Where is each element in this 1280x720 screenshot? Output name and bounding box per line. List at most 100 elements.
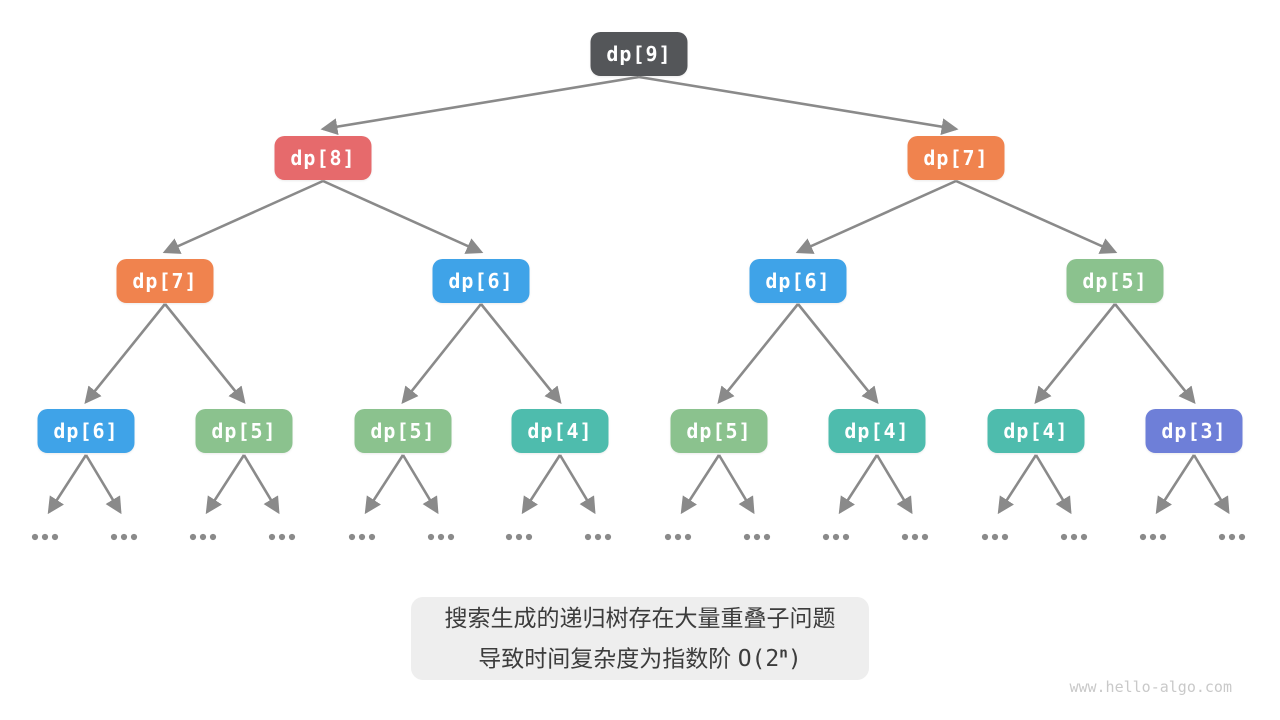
ellipsis-dot <box>130 533 138 541</box>
ellipsis-dot <box>110 533 118 541</box>
tree-edge-arrow <box>795 179 957 254</box>
tree-node: dp[7] <box>116 259 214 303</box>
ellipsis-dot <box>584 533 592 541</box>
ellipsis-dot <box>822 533 830 541</box>
ellipsis-dot <box>348 533 356 541</box>
ellipsis-dot <box>1149 533 1157 541</box>
formula-suffix: ) <box>787 646 802 673</box>
ellipsis-dot <box>51 533 59 541</box>
tree-edge-arrow <box>84 303 167 404</box>
formula-exponent: n <box>779 645 788 662</box>
watermark: www.hello-algo.com <box>1069 678 1232 696</box>
ellipsis-dot <box>1080 533 1088 541</box>
tree-edge-arrow <box>163 303 246 404</box>
ellipsis-dot <box>209 533 217 541</box>
ellipsis-dot <box>427 533 435 541</box>
ellipsis-dot <box>1001 533 1009 541</box>
caption-line2-text: 导致时间复杂度为指数阶 <box>478 645 738 672</box>
ellipsis-dot <box>991 533 999 541</box>
tree-node: dp[3] <box>1145 409 1243 453</box>
tree-edge-arrow <box>205 454 246 515</box>
formula-prefix: O(2 <box>737 646 780 673</box>
ellipsis-dot <box>1228 533 1236 541</box>
tree-edge-arrow <box>838 454 879 515</box>
tree-edge-arrow <box>320 75 640 136</box>
ellipsis-dot <box>31 533 39 541</box>
ellipsis-dot <box>763 533 771 541</box>
ellipsis-dot <box>604 533 612 541</box>
tree-edge-arrow <box>242 454 280 515</box>
caption-line2: 导致时间复杂度为指数阶 O(2n) <box>478 636 801 678</box>
tree-node: dp[5] <box>354 409 452 453</box>
tree-node: dp[8] <box>274 136 372 180</box>
ellipsis-dot <box>832 533 840 541</box>
ellipsis-dot <box>525 533 533 541</box>
tree-edge-arrow <box>521 454 562 515</box>
ellipsis-dot <box>664 533 672 541</box>
tree-edge-arrow <box>717 303 800 404</box>
tree-edge-arrow <box>322 179 484 254</box>
ellipsis-dot <box>911 533 919 541</box>
tree-node: dp[6] <box>432 259 530 303</box>
tree-edge-arrow <box>364 454 405 515</box>
ellipsis-dot <box>1139 533 1147 541</box>
tree-edge-arrow <box>796 303 879 404</box>
ellipsis-dot <box>505 533 513 541</box>
ellipsis-dot <box>1238 533 1246 541</box>
tree-node: dp[6] <box>37 409 135 453</box>
tree-node: dp[4] <box>511 409 609 453</box>
tree-edge-arrow <box>401 454 439 515</box>
ellipsis-dot <box>901 533 909 541</box>
tree-edge-arrow <box>1192 454 1230 515</box>
ellipsis-dot <box>594 533 602 541</box>
ellipsis-dot <box>921 533 929 541</box>
ellipsis-dot <box>1060 533 1068 541</box>
ellipsis-dot <box>368 533 376 541</box>
caption-box: 搜索生成的递归树存在大量重叠子问题 导致时间复杂度为指数阶 O(2n) <box>411 597 869 680</box>
ellipsis-dot <box>447 533 455 541</box>
ellipsis-dot <box>288 533 296 541</box>
ellipsis-dot <box>1070 533 1078 541</box>
ellipsis-dot <box>981 533 989 541</box>
ellipsis-dot <box>1159 533 1167 541</box>
tree-edge-arrow <box>479 303 562 404</box>
ellipsis-dot <box>41 533 49 541</box>
ellipsis-dot <box>515 533 523 541</box>
tree-node: dp[9] <box>590 32 688 76</box>
ellipsis-dot <box>358 533 366 541</box>
tree-node: dp[5] <box>1066 259 1164 303</box>
tree-edge-arrow <box>162 179 324 254</box>
ellipsis-dot <box>674 533 682 541</box>
tree-node: dp[6] <box>749 259 847 303</box>
ellipsis-dot <box>437 533 445 541</box>
ellipsis-dot <box>120 533 128 541</box>
tree-edge-arrow <box>955 179 1118 254</box>
tree-node: dp[7] <box>907 136 1005 180</box>
ellipsis-dot <box>753 533 761 541</box>
ellipsis-dot <box>268 533 276 541</box>
tree-node: dp[4] <box>828 409 926 453</box>
tree-edge-arrow <box>1034 454 1072 515</box>
tree-edge-arrow <box>997 454 1038 515</box>
tree-edge-arrow <box>1113 303 1196 404</box>
ellipsis-dot <box>842 533 850 541</box>
tree-edge-arrow <box>558 454 596 515</box>
tree-edge-arrow <box>1034 303 1117 404</box>
tree-edge-arrow <box>680 454 721 515</box>
complexity-formula: O(2n) <box>737 645 802 673</box>
tree-edge-arrow <box>47 454 88 515</box>
tree-node: dp[4] <box>987 409 1085 453</box>
caption-line1: 搜索生成的递归树存在大量重叠子问题 <box>444 604 836 631</box>
tree-edge-arrow <box>401 303 483 404</box>
tree-node: dp[5] <box>195 409 293 453</box>
tree-edge-arrow <box>717 454 755 515</box>
tree-edge-arrow <box>638 75 959 136</box>
tree-edge-arrow <box>875 454 913 515</box>
ellipsis-dot <box>189 533 197 541</box>
tree-edge-arrow <box>84 454 122 515</box>
ellipsis-dot <box>684 533 692 541</box>
ellipsis-dot <box>1218 533 1226 541</box>
tree-node: dp[5] <box>670 409 768 453</box>
